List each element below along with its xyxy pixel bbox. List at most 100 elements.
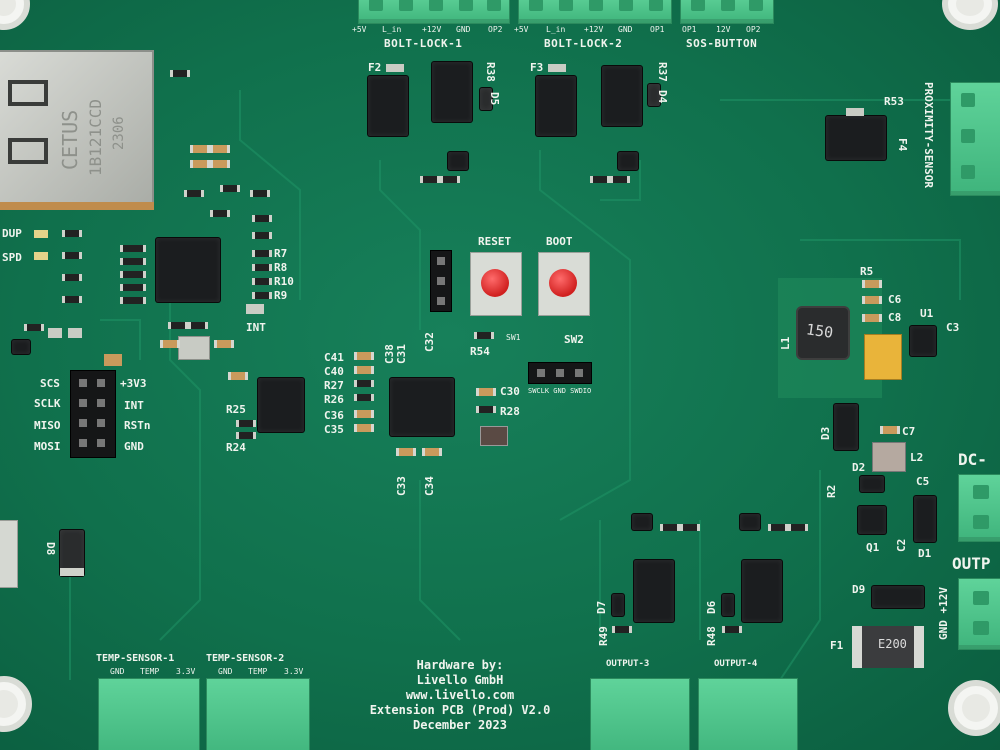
reset-button[interactable] <box>470 252 522 316</box>
credits-line: www.livello.com <box>405 688 515 702</box>
boot-label: BOOT <box>546 235 573 248</box>
ethernet-part: 1B121CCD <box>86 98 105 176</box>
output-3-relay <box>634 560 674 622</box>
refdes: R26 <box>324 393 344 406</box>
refdes: C34 <box>423 476 436 496</box>
refdes: F4 <box>896 138 909 152</box>
refdes: D9 <box>852 583 866 596</box>
pin-label: TEMP <box>140 667 160 676</box>
oscillator <box>480 426 508 446</box>
swd-pin-labels: SWCLK GND SWDIO <box>528 387 592 395</box>
swd-header[interactable] <box>528 362 592 384</box>
output-terminal[interactable] <box>958 578 1000 650</box>
spi-pin-header[interactable] <box>70 370 116 458</box>
output-4-label: OUTPUT-4 <box>714 659 758 669</box>
proximity-sensor-label: PROXIMITY-SENSOR <box>922 82 935 188</box>
refdes: R48 <box>705 626 718 646</box>
output-3-label: OUTPUT-3 <box>606 659 650 669</box>
diode-d1 <box>914 496 936 542</box>
spi-pin-label: SCLK <box>34 397 61 410</box>
tantalum-capacitor <box>864 334 902 380</box>
regulator-u1 <box>910 326 936 356</box>
spi-pin-label: MOSI <box>34 440 61 453</box>
diode-d2 <box>860 476 884 492</box>
refdes: SW2 <box>564 333 584 346</box>
refdes: R28 <box>500 405 520 418</box>
temp-sensor-2-terminal[interactable] <box>206 678 310 750</box>
pin-label: L_in <box>546 25 566 34</box>
led-spd-label: SPD <box>2 251 22 264</box>
mounting-hole <box>0 0 30 30</box>
mounting-hole <box>948 680 1000 736</box>
pin-label: 3.3V <box>284 667 304 676</box>
optocoupler <box>368 76 408 136</box>
refdes: R49 <box>597 626 610 646</box>
refdes: R27 <box>324 379 344 392</box>
ethernet-date: 2306 <box>111 116 127 150</box>
transistor <box>12 340 30 354</box>
pin-label: +12V <box>422 25 442 34</box>
temp-sensor-1-label: TEMP-SENSOR-1 <box>96 653 175 664</box>
refdes: R37 <box>656 62 669 82</box>
led <box>34 230 48 238</box>
inductor-l2 <box>872 442 906 472</box>
credits-line: December 2023 <box>413 718 507 732</box>
ethernet-jack[interactable] <box>0 50 154 210</box>
refdes: F1 <box>830 639 844 652</box>
output-label: OUTP <box>952 554 991 573</box>
sos-button-label: SOS-BUTTON <box>686 37 758 50</box>
reset-label: RESET <box>478 235 512 248</box>
refdes: C31 <box>395 344 408 364</box>
refdes: C32 <box>423 332 436 352</box>
bolt-lock-2-label: BOLT-LOCK-2 <box>544 37 623 50</box>
transistor <box>632 514 652 530</box>
ethernet-brand: CETUS <box>58 109 82 170</box>
flash-memory-ic <box>258 378 304 432</box>
transistor <box>618 152 638 170</box>
bolt-lock-1-label: BOLT-LOCK-1 <box>384 37 463 50</box>
refdes: R54 <box>470 345 490 358</box>
pin-label: +5V <box>514 25 529 34</box>
output-4-relay <box>742 560 782 622</box>
diode-d8 <box>60 530 84 576</box>
pin-label: +5V <box>352 25 367 34</box>
credits-block: Hardware by: Livello GmbH www.livello.co… <box>350 658 570 733</box>
refdes: R5 <box>860 265 874 278</box>
credits-line: Livello GmbH <box>416 673 504 687</box>
spi-pin-label: +3V3 <box>120 377 147 390</box>
refdes: R53 <box>884 95 904 108</box>
refdes: D6 <box>705 600 718 614</box>
refdes: D2 <box>852 461 866 474</box>
refdes: F3 <box>530 61 544 74</box>
boot-button[interactable] <box>538 252 590 316</box>
dc-input-terminal[interactable] <box>958 474 1000 542</box>
pin-label: 3.3V <box>176 667 196 676</box>
output-4-terminal[interactable] <box>698 678 798 750</box>
refdes: R7 <box>274 247 288 260</box>
refdes: R24 <box>226 441 246 454</box>
output-3-terminal[interactable] <box>590 678 690 750</box>
fuse-marking: E200 <box>878 637 907 651</box>
sos-button-terminal[interactable] <box>680 0 774 24</box>
pin-label: +12V <box>584 25 604 34</box>
temp-sensor-1-terminal[interactable] <box>98 678 200 750</box>
pin-label: OP1 <box>650 25 665 34</box>
refdes: C33 <box>395 476 408 496</box>
bolt-lock-1-terminal[interactable] <box>358 0 510 24</box>
diode-d3 <box>834 404 858 450</box>
bolt-lock-2-terminal[interactable] <box>518 0 672 24</box>
usb-connector[interactable] <box>0 520 18 588</box>
boot-jumper[interactable] <box>430 250 452 312</box>
spi-pin-label: MISO <box>34 419 61 432</box>
optocoupler-proximity <box>826 116 886 160</box>
pin-label: 12V <box>716 25 731 34</box>
refdes: C38 <box>383 344 396 364</box>
refdes: C8 <box>888 311 902 324</box>
refdes: L1 <box>779 336 792 350</box>
pin-label: GND <box>618 25 633 34</box>
refdes: C35 <box>324 423 344 436</box>
diode-d9 <box>872 586 924 608</box>
proximity-sensor-terminal[interactable] <box>950 82 1000 196</box>
pin-label: GND <box>110 667 125 676</box>
